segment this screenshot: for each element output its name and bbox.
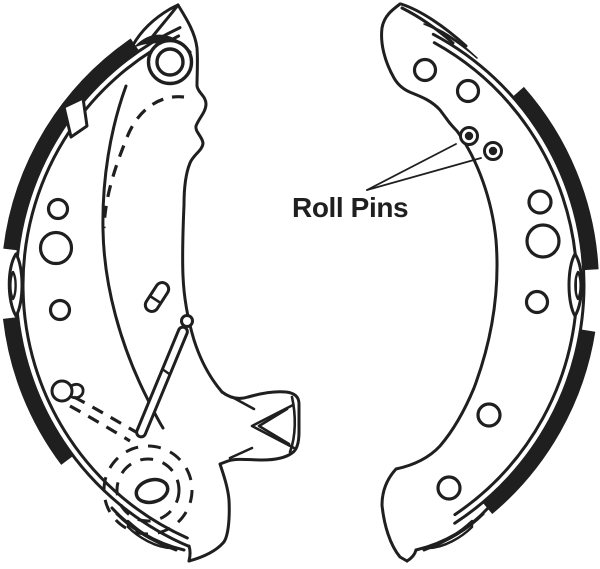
right-web-profile — [380, 2, 499, 563]
left-pad-hatching — [228, 395, 296, 460]
left-capsule-slot — [143, 281, 171, 313]
roll-pin-1 — [459, 126, 479, 146]
right-top-tip — [399, 2, 478, 59]
right-hole-large — [525, 223, 561, 259]
right-hole-small-2 — [524, 289, 550, 315]
right-bottom-tip — [405, 506, 490, 563]
right-lining — [482, 86, 599, 515]
right-hole-bottom-2 — [436, 475, 462, 501]
left-top-tip — [131, 3, 192, 53]
left-brake-shoe — [2, 3, 301, 563]
right-brake-shoe — [380, 2, 599, 563]
left-lining — [2, 38, 140, 465]
right-hole-bottom-1 — [476, 402, 502, 428]
right-hole-top-1 — [412, 57, 438, 83]
left-pivot-hole-inner — [155, 47, 185, 77]
right-rim-bump — [567, 252, 584, 318]
left-hole-large — [38, 230, 74, 266]
left-hole-small-1 — [46, 197, 70, 221]
left-holes — [38, 38, 194, 322]
left-hidden-lever-outline — [102, 95, 185, 229]
left-rim-tab — [62, 96, 89, 139]
strut-hook — [180, 314, 194, 328]
leader-lines — [366, 143, 482, 191]
roll-pins-label: Roll Pins — [292, 192, 409, 223]
left-rim-bump — [7, 252, 24, 318]
right-hole-small-1 — [527, 189, 553, 215]
right-hole-top-2 — [455, 78, 481, 104]
roll-pin-2 — [483, 141, 503, 161]
left-spring-anchor — [50, 379, 137, 443]
left-lever-edge — [101, 84, 165, 430]
left-lever-pad — [187, 390, 301, 563]
leader-line-1 — [366, 143, 457, 191]
right-holes — [412, 57, 561, 501]
left-web-profile — [176, 3, 224, 394]
left-hub — [102, 444, 194, 536]
roll-pins — [459, 126, 503, 161]
leader-line-2 — [366, 157, 482, 191]
left-adjuster-strut — [135, 314, 194, 439]
right-rim — [431, 32, 586, 525]
left-hole-small-2 — [48, 298, 72, 322]
